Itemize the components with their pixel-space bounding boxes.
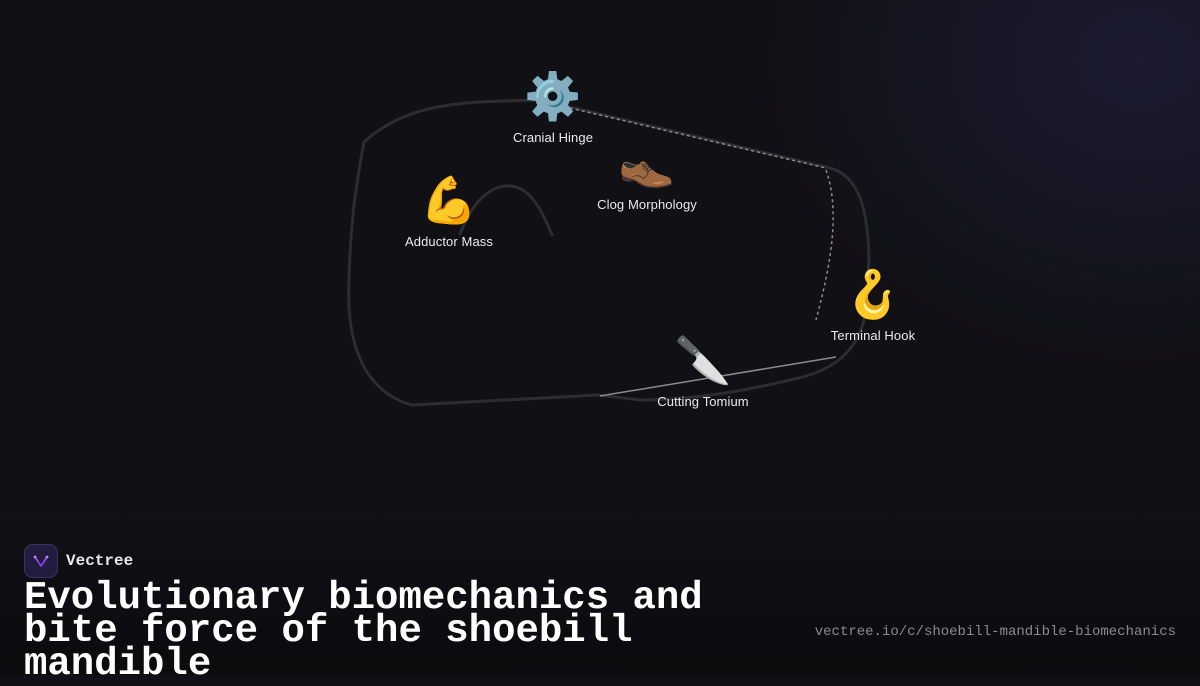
node-cutting-tomium[interactable]: 🔪 Cutting Tomium — [623, 332, 783, 409]
page-url[interactable]: vectree.io/c/shoebill-mandible-biomechan… — [814, 624, 1176, 640]
knife-icon: 🔪 — [674, 333, 732, 387]
adductor-arc — [458, 184, 554, 237]
node-label: Clog Morphology — [597, 197, 697, 212]
page-title: Evolutionary biomechanics and bite force… — [24, 576, 703, 686]
tomium-connector — [599, 356, 837, 397]
node-label: Terminal Hook — [830, 328, 916, 343]
node-label: Adductor Mass — [404, 234, 493, 249]
vectree-logo-icon — [24, 544, 58, 578]
clog-to-hook-connector — [815, 169, 834, 321]
brand: Vectree — [24, 544, 133, 578]
node-label: Cutting Tomium — [657, 394, 749, 409]
node-terminal-hook[interactable]: 🪝 Terminal Hook — [793, 266, 953, 343]
node-label: Cranial Hinge — [512, 130, 594, 145]
node-cranial-hinge[interactable]: ⚙️ Cranial Hinge — [473, 68, 633, 145]
node-adductor-mass[interactable]: 💪 Adductor Mass — [369, 172, 529, 249]
shoe-icon: 👞 — [618, 136, 676, 190]
hook-icon: 🪝 — [844, 267, 902, 321]
beak-outline — [347, 98, 871, 407]
gear-icon: ⚙️ — [524, 69, 582, 123]
flexed-biceps-icon: 💪 — [420, 173, 478, 227]
node-clog-morphology[interactable]: 👞 Clog Morphology — [567, 135, 727, 212]
hinge-to-clog-connector — [569, 107, 827, 169]
brand-name: Vectree — [66, 552, 134, 570]
